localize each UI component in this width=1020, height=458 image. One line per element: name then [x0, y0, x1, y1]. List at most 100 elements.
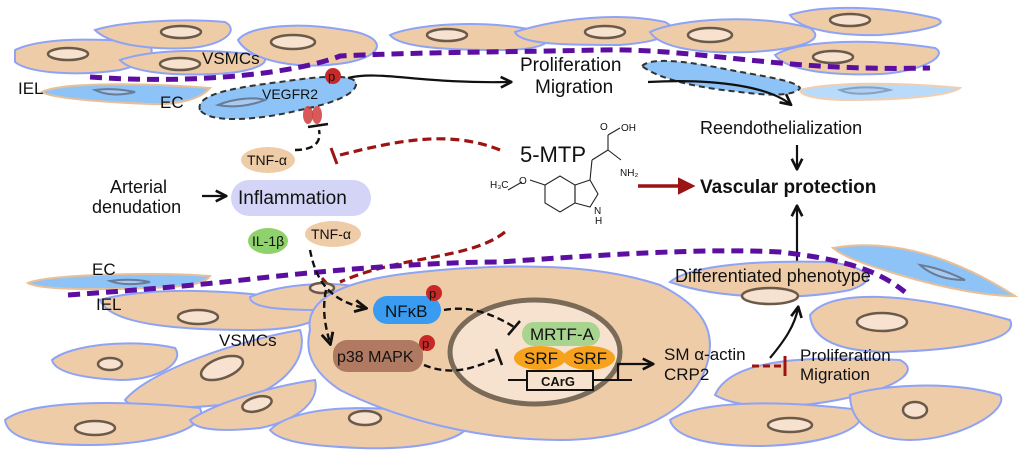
- phospho-badge-vegfr2: [325, 68, 341, 84]
- chem-n: N: [594, 206, 601, 217]
- srf-label-1: SRF: [524, 349, 558, 368]
- srf-badge-2: [563, 346, 615, 370]
- vsmcs-label-upper: VSMCs: [202, 49, 260, 68]
- reendothelialization-label: Reendothelialization: [700, 118, 862, 138]
- vsmc-nucleus: [73, 419, 117, 437]
- vsmc-nucleus: [176, 308, 220, 326]
- arrow-to-differentiated: [769, 308, 798, 359]
- inhibition-bar: [307, 122, 329, 129]
- activated-endothelial-cell: [198, 75, 358, 121]
- crp2-label: CRP2: [664, 365, 709, 384]
- il1b-badge: [248, 228, 288, 254]
- arrow-to-reendothelialization: [647, 80, 790, 104]
- chem-h3c: H₃C: [490, 180, 509, 191]
- chem-o: O: [600, 122, 608, 133]
- tnf-alpha-badge-bottom: [305, 221, 361, 247]
- vsmc-nucleus: [241, 394, 273, 414]
- middle-pathway: TNF-α Arterial denudation Inflammation I…: [92, 122, 876, 294]
- mtp-label: 5-MTP: [520, 142, 586, 167]
- vsmc-nucleus: [96, 356, 124, 372]
- denudation-label: denudation: [92, 197, 181, 217]
- tnf-inhibits-vegfr2-line: [294, 129, 321, 152]
- tnf-alpha-label-top: TNF-α: [247, 152, 287, 168]
- chem-h: H: [595, 216, 602, 227]
- migrating-endothelial-cell: [640, 59, 802, 96]
- nfkb-inhibits-mrtf-line: [443, 307, 515, 329]
- inhibition-bar: [507, 320, 521, 336]
- iel-label-upper: IEL: [18, 79, 44, 98]
- srf-badge-1: [514, 346, 566, 370]
- carg-box: [526, 370, 594, 391]
- vsmcs-label-lower: VSMCs: [219, 331, 277, 350]
- upper-vessel-wall: IEL VSMCs EC VEGFR2 p Proliferation Migr…: [14, 6, 963, 138]
- carg-label: CArG: [541, 374, 575, 389]
- vsmc-cell: [668, 402, 863, 448]
- vsmc-nucleus: [347, 409, 383, 427]
- proliferation-label-upper: Proliferation: [520, 55, 621, 76]
- p38-mapk-box: [333, 340, 423, 372]
- nfkb-box: [373, 296, 441, 324]
- vegfr2-label: VEGFR2: [262, 86, 318, 102]
- chem-oh: OH: [621, 123, 636, 134]
- srf-label-2: SRF: [573, 349, 607, 368]
- vascular-protection-label: Vascular protection: [700, 177, 876, 198]
- mrtf-a-box: [522, 322, 600, 346]
- arterial-label: Arterial: [110, 177, 167, 197]
- ec-nucleus: [916, 263, 966, 281]
- inflammation-box: [231, 180, 371, 216]
- p38-mapk-label: p38 MAPK: [337, 349, 414, 366]
- ec-nucleus: [214, 97, 269, 108]
- vsmc-nucleus: [828, 12, 872, 28]
- tnf-to-nfkb-arrow: [308, 249, 365, 308]
- phospho-label-p38: p: [422, 336, 429, 351]
- vsmc-nucleus: [740, 286, 800, 306]
- vegfr2-receptor-icon: [312, 106, 322, 124]
- phospho-label: p: [328, 69, 335, 84]
- endothelial-cell: [830, 244, 1019, 298]
- nfkb-label: NFκB: [385, 302, 428, 321]
- vegfr2-receptor-icon: [303, 106, 313, 124]
- il1b-label: IL-1β: [252, 233, 284, 249]
- vsmc-nucleus: [269, 33, 317, 51]
- 5-mtp-chemical-structure: O OH NH₂ H₃C O N H: [490, 122, 638, 227]
- chem-nh2: NH₂: [620, 168, 638, 179]
- vsmc-nucleus: [583, 24, 627, 40]
- iel-label-lower: IEL: [96, 295, 122, 314]
- mtp-inhibits-nfkb-line: [339, 230, 506, 284]
- phospho-badge-nfkb: [426, 285, 442, 301]
- ec-nucleus: [106, 278, 151, 286]
- vsmc-nucleus: [425, 27, 469, 43]
- transcription-arrow: [616, 364, 652, 380]
- ec-label-upper: EC: [160, 93, 184, 112]
- tnf-alpha-label-bottom: TNF-α: [311, 226, 351, 242]
- red-inhibition-bar: [329, 147, 339, 165]
- arrow-to-proliferation: [347, 74, 510, 83]
- tnf-alpha-badge-top: [241, 147, 295, 173]
- sm-actin-label: SM α-actin: [664, 345, 746, 364]
- ec-nucleus: [91, 88, 136, 96]
- tnf-to-p38-arrow: [324, 289, 330, 343]
- lower-vessel-wall: EC IEL VSMCs NFκB p p38 MAPK p MRTF-A SR…: [3, 244, 1019, 450]
- vsmc-nucleus: [901, 400, 929, 420]
- vsmc-nucleus: [159, 24, 203, 40]
- differentiated-phenotype-label: Differentiated phenotype: [675, 266, 871, 286]
- iel-line-upper: [89, 47, 931, 82]
- vsmc-nucleus: [46, 46, 90, 62]
- vsmc-nucleus: [199, 354, 245, 382]
- chem-o-methoxy: O: [519, 176, 527, 187]
- mtp-inhibits-tnf-line: [339, 137, 501, 157]
- vsmc-nucleus: [766, 416, 814, 434]
- inhibition-bar: [494, 348, 504, 366]
- migration-label-upper: Migration: [535, 77, 613, 98]
- phospho-badge-p38: [419, 335, 435, 351]
- vsmc-nucleus: [686, 26, 734, 44]
- proliferation-label-lower: Proliferation: [800, 346, 891, 365]
- ec-label-lower: EC: [92, 260, 116, 279]
- p38-inhibits-srf-line: [423, 355, 501, 372]
- phospho-label-nfkb: p: [429, 286, 436, 301]
- vsmc-nucleus: [811, 49, 855, 65]
- iel-line-lower: [67, 248, 907, 298]
- vsmc-cell: [808, 295, 1013, 354]
